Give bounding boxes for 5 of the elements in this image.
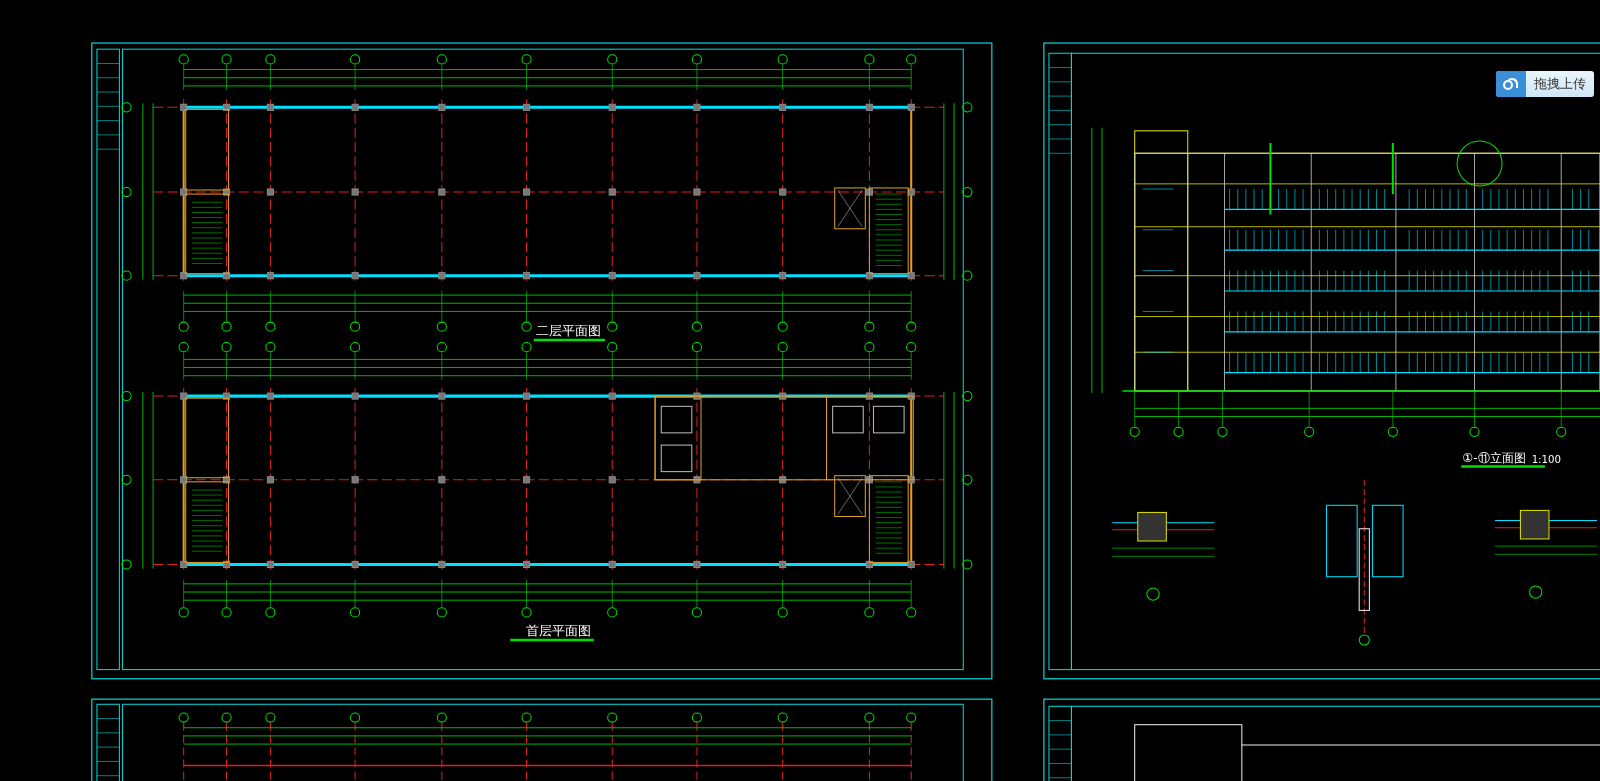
drawing-title: ①-⑪立面图 [1462, 452, 1526, 465]
drawing-title: 二层平面图 [535, 324, 601, 338]
scale-label: 1:100 [1531, 455, 1561, 466]
drawing-title: 首层平面图 [525, 624, 591, 638]
upload-button: 拖拽上传 [1495, 71, 1594, 98]
